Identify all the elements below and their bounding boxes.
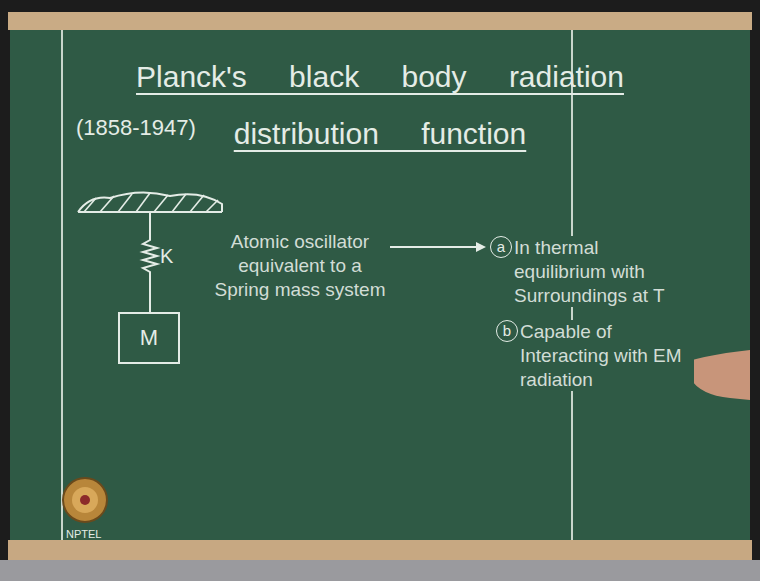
mass-box: M xyxy=(118,312,180,364)
mass-label: M xyxy=(140,325,158,351)
note-text: Atomic oscillator equivalent to a Spring… xyxy=(212,230,388,301)
note-text: In thermal equilibrium with Surroundings… xyxy=(512,236,688,307)
title: Planck's black body radiation distributi… xyxy=(100,48,660,162)
note-text: Capable of Interacting with EM radiation xyxy=(518,320,694,391)
point-letter: a xyxy=(490,236,512,258)
point-letter: b xyxy=(496,320,518,342)
life-dates: (1858-1947) xyxy=(76,114,196,142)
logo-text: NPTEL xyxy=(66,528,101,542)
spring-label: K xyxy=(160,244,173,269)
